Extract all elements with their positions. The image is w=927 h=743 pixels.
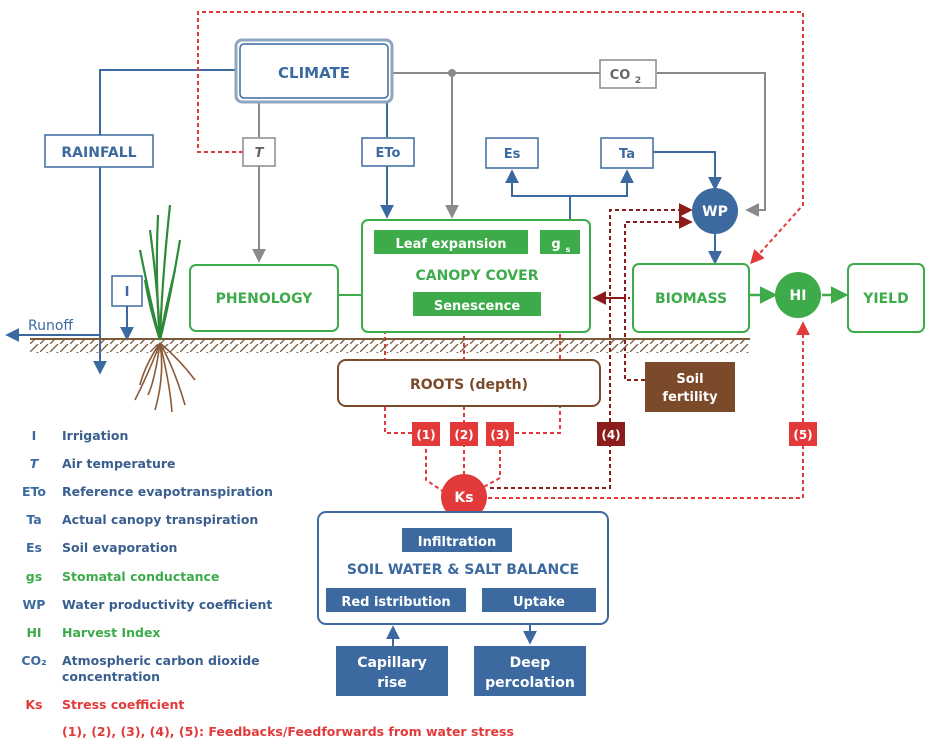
canopy-cover-node: Leaf expansion g s CANOPY COVER Senescen… (361, 219, 591, 333)
legend-text-hi: Harvest Index (62, 625, 161, 640)
hi-label: HI (790, 288, 807, 304)
co2-subscript: 2 (635, 76, 641, 86)
svg-text:Deep: Deep (510, 655, 551, 671)
leaf-expansion-label: Leaf expansion (396, 237, 507, 252)
legend-key-hi: HI (26, 625, 42, 640)
yield-label: YIELD (862, 291, 908, 307)
legend-text-gs: Stomatal conductance (62, 569, 220, 584)
soil-surface (30, 339, 750, 353)
yield-node: YIELD (847, 263, 925, 333)
deep-percolation-node: Deep percolation (474, 646, 586, 696)
roots-icon (134, 342, 196, 413)
biomass-node: BIOMASS (632, 263, 750, 333)
svg-text:Capillary: Capillary (357, 655, 427, 671)
ks-node: Ks (441, 474, 487, 520)
uptake-label: Uptake (513, 595, 565, 610)
legend-text-es: Soil evaporation (62, 540, 178, 555)
soil-water-balance-node: Infiltration SOIL WATER & SALT BALANCE R… (317, 511, 609, 625)
es-node: Es (485, 137, 539, 169)
soil-fertility-label-1: Soil (676, 372, 703, 387)
legend-text-temperature: Air temperature (62, 456, 176, 471)
legend-text-wp: Water productivity coefficient (62, 597, 273, 612)
legend-key-es: Es (26, 540, 42, 555)
eto-node: ETo (361, 137, 415, 167)
biomass-label: BIOMASS (655, 291, 727, 307)
rainfall-node: RAINFALL (44, 134, 154, 168)
ks-label: Ks (454, 490, 473, 506)
feedback-3: (3) (486, 422, 514, 446)
legend-key-co2: CO₂ (21, 653, 47, 668)
es-label: Es (504, 147, 521, 162)
legend-key-temperature: T (29, 456, 39, 471)
svg-text:(5): (5) (793, 428, 812, 442)
temperature-node: T (242, 137, 276, 167)
svg-text:(1): (1) (416, 428, 435, 442)
runoff-label: Runoff (28, 318, 73, 334)
climate-label: CLIMATE (278, 64, 350, 82)
legend-text-irrigation: Irrigation (62, 428, 129, 443)
soil-fertility-node: Soil fertility (645, 362, 735, 412)
capillary-rise-node: Capillary rise (336, 646, 448, 696)
co2-label: CO (610, 68, 631, 83)
svg-text:percolation: percolation (485, 675, 575, 691)
feedback-4: (4) (597, 422, 625, 446)
ta-node: Ta (600, 137, 654, 169)
senescence-label: Senescence (434, 299, 520, 314)
canopy-cover-label: CANOPY COVER (416, 268, 539, 284)
redistribution-label: Red istribution (341, 595, 450, 610)
legend-text-co2: Atmospheric carbon dioxide (62, 653, 260, 668)
roots-label: ROOTS (depth) (410, 377, 528, 393)
svg-text:rise: rise (377, 675, 407, 691)
hi-node: HI (775, 272, 821, 318)
irrigation-label: I (125, 285, 130, 300)
ta-label: Ta (619, 147, 635, 162)
wp-node: WP (692, 188, 738, 234)
legend-key-ta: Ta (26, 512, 42, 527)
legend-text-ta: Actual canopy transpiration (62, 512, 259, 527)
svg-text:(4): (4) (601, 428, 620, 442)
svg-text:(3): (3) (490, 428, 509, 442)
phenology-label: PHENOLOGY (216, 291, 314, 307)
phenology-node: PHENOLOGY (189, 264, 339, 332)
legend-key-gs: gs (25, 569, 43, 584)
legend-text-ks: Stress coefficient (62, 697, 185, 712)
roots-node: ROOTS (depth) (337, 359, 601, 407)
legend-key-eto: ETo (22, 484, 46, 499)
gs-label: g (551, 237, 560, 252)
temperature-label: T (255, 146, 265, 161)
legend-key-ks: Ks (25, 697, 43, 712)
rainfall-label: RAINFALL (61, 145, 136, 161)
co2-node: CO 2 (599, 59, 657, 89)
legend-text-co2-line2: concentration (62, 669, 161, 684)
climate-node: CLIMATE (234, 38, 394, 104)
infiltration-label: Infiltration (418, 535, 496, 550)
soil-balance-label: SOIL WATER & SALT BALANCE (347, 562, 579, 578)
feedback-1: (1) (412, 422, 440, 446)
wp-label: WP (702, 204, 728, 220)
svg-text:(2): (2) (454, 428, 473, 442)
soil-fertility-label-2: fertility (662, 390, 718, 405)
feedback-2: (2) (450, 422, 478, 446)
legend-footer: (1), (2), (3), (4), (5): Feedbacks/Feedf… (62, 724, 514, 739)
feedback-5: (5) (789, 422, 817, 446)
plant-icon (138, 204, 182, 341)
eto-label: ETo (376, 146, 401, 161)
gs-subscript: s (566, 245, 571, 254)
legend-text-eto: Reference evapotranspiration (62, 484, 273, 499)
legend-key-irrigation: I (31, 428, 37, 443)
irrigation-node: I (111, 275, 143, 307)
legend-key-wp: WP (22, 597, 46, 612)
